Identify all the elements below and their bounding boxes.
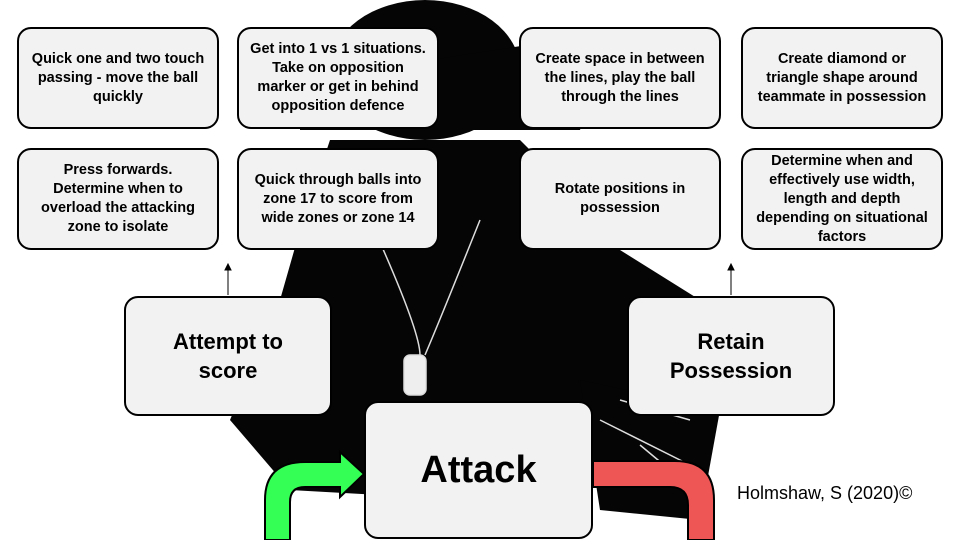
- tip-text: Determine when and effectively use width…: [756, 152, 928, 245]
- red-arrow-icon: [592, 460, 715, 540]
- tip-box: Press forwards. Determine when to overlo…: [17, 148, 219, 250]
- tip-text: Quick one and two touch passing - move t…: [31, 50, 205, 105]
- attack-label: Attack: [420, 448, 537, 491]
- tip-text: Press forwards. Determine when to overlo…: [41, 162, 195, 235]
- tip-box: Quick one and two touch passing - move t…: [17, 27, 219, 129]
- up-arrow-right: [727, 262, 735, 295]
- tip-box: Rotate positions in possession: [519, 148, 721, 250]
- tip-text: Quick through balls into zone 17 to scor…: [254, 171, 422, 226]
- tip-box: Quick through balls into zone 17 to scor…: [237, 148, 439, 250]
- tip-text: Get into 1 vs 1 situations. Take on oppo…: [250, 41, 426, 114]
- retain-possession-box: Retain Possession: [627, 296, 835, 416]
- tip-text: Rotate positions in possession: [554, 181, 686, 216]
- tip-box: Determine when and effectively use width…: [741, 148, 943, 250]
- objective-label: Attempt to score: [173, 329, 283, 383]
- tip-box: Create space in between the lines, play …: [519, 27, 721, 129]
- tip-box: Get into 1 vs 1 situations. Take on oppo…: [237, 27, 439, 129]
- objective-label: Retain Possession: [669, 329, 793, 383]
- up-arrow-left: [224, 262, 232, 295]
- attack-box: Attack: [364, 401, 593, 539]
- attempt-to-score-box: Attempt to score: [124, 296, 332, 416]
- tip-box: Create diamond or triangle shape around …: [741, 27, 943, 129]
- tip-text: Create space in between the lines, play …: [535, 50, 705, 105]
- tip-text: Create diamond or triangle shape around …: [757, 50, 927, 105]
- credit-text: Holmshaw, S (2020)©: [737, 483, 913, 503]
